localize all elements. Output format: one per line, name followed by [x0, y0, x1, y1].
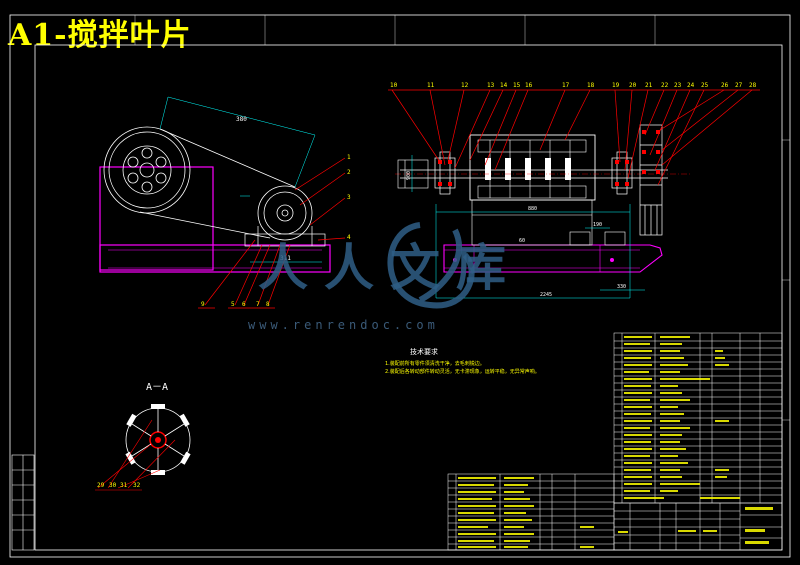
- balloon-9: 9: [201, 301, 205, 308]
- dim-pulley-width: 311: [280, 255, 291, 262]
- balloon-7: 7: [256, 301, 260, 308]
- balloon-6: 6: [242, 301, 246, 308]
- balloon-22: 22: [661, 82, 669, 89]
- balloon-20: 20: [629, 82, 637, 89]
- balloon-12: 12: [461, 82, 469, 89]
- dim-base-height: 60: [519, 238, 525, 244]
- parts-list-2: [447, 473, 615, 551]
- tech-requirement-line-2: 2.装配后各转动部件转动灵活，无卡滞现象，运转平稳，无异常声响。: [385, 369, 540, 375]
- balloon-15: 15: [513, 82, 521, 89]
- balloon-8: 8: [266, 301, 270, 308]
- balloon-4: 4: [347, 234, 351, 241]
- watermark-logo: [387, 222, 475, 309]
- leaders-top: [388, 89, 760, 186]
- parts-list: [613, 332, 783, 504]
- base-frame: [99, 244, 331, 273]
- drawing-title: A1-搅拌叶片: [8, 18, 192, 53]
- mixer-base: [443, 244, 663, 273]
- balloon-25: 25: [701, 82, 709, 89]
- balloon-19: 19: [612, 82, 620, 89]
- balloon-27: 27: [735, 82, 743, 89]
- sheet-frame: [9, 14, 791, 558]
- watermark-text: 人人文库: [258, 238, 522, 297]
- left-bearing: [434, 151, 456, 195]
- motor-stand: [244, 226, 326, 247]
- balloon-29: 29: [97, 482, 105, 489]
- small-pulley: [257, 185, 313, 241]
- balloon-3: 3: [347, 194, 351, 201]
- balloon-1: 1: [347, 154, 351, 161]
- right-bearing: [611, 151, 633, 195]
- motor-frame-outline: [99, 166, 214, 271]
- balloon-31: 31: [120, 482, 128, 489]
- balloon-23: 23: [674, 82, 682, 89]
- dim-foot-span: 330: [617, 284, 626, 290]
- balloon-18: 18: [587, 82, 595, 89]
- balloon-24: 24: [687, 82, 695, 89]
- dim-height: 900: [406, 171, 412, 180]
- section-label: A－A: [146, 382, 169, 393]
- leaders-left: [198, 157, 346, 309]
- large-pulley: [103, 126, 191, 214]
- belt-dimension: [159, 96, 316, 188]
- top-balloons: 10 11 12 13 14 15 16 17 18 19 20 21 22 2…: [390, 82, 757, 89]
- balloon-14: 14: [500, 82, 508, 89]
- balloon-21: 21: [645, 82, 653, 89]
- binding-table: [11, 454, 35, 551]
- balloon-17: 17: [562, 82, 570, 89]
- balloon-10: 10: [390, 82, 398, 89]
- dim-total-length: 2245: [540, 292, 552, 298]
- balloon-26: 26: [721, 82, 729, 89]
- balloon-13: 13: [487, 82, 495, 89]
- dim-belt-length: 380: [236, 116, 247, 123]
- balloon-2: 2: [347, 169, 351, 176]
- balloon-11: 11: [427, 82, 435, 89]
- balloon-28: 28: [749, 82, 757, 89]
- tech-requirement-line-1: 1.装配前所有零件须清洗干净，去毛刺锐边。: [385, 361, 485, 367]
- balloon-32: 32: [133, 482, 141, 489]
- dim-bearing-span: 190: [593, 222, 602, 228]
- mixer-view: 880 2245 190 330 900 60: [395, 124, 690, 299]
- section-a-a: [95, 404, 191, 491]
- watermark-url: www.renrendoc.com: [248, 318, 439, 332]
- v-belt: [139, 128, 296, 239]
- drive-view: 380 311: [99, 96, 331, 273]
- balloon-5: 5: [231, 301, 235, 308]
- balloon-16: 16: [525, 82, 533, 89]
- dim-mid-length: 880: [528, 206, 537, 212]
- parts-list-fill: [624, 336, 740, 499]
- tech-requirements-title: 技术要求: [410, 348, 438, 356]
- balloon-30: 30: [109, 482, 117, 489]
- right-coupling: [639, 124, 663, 236]
